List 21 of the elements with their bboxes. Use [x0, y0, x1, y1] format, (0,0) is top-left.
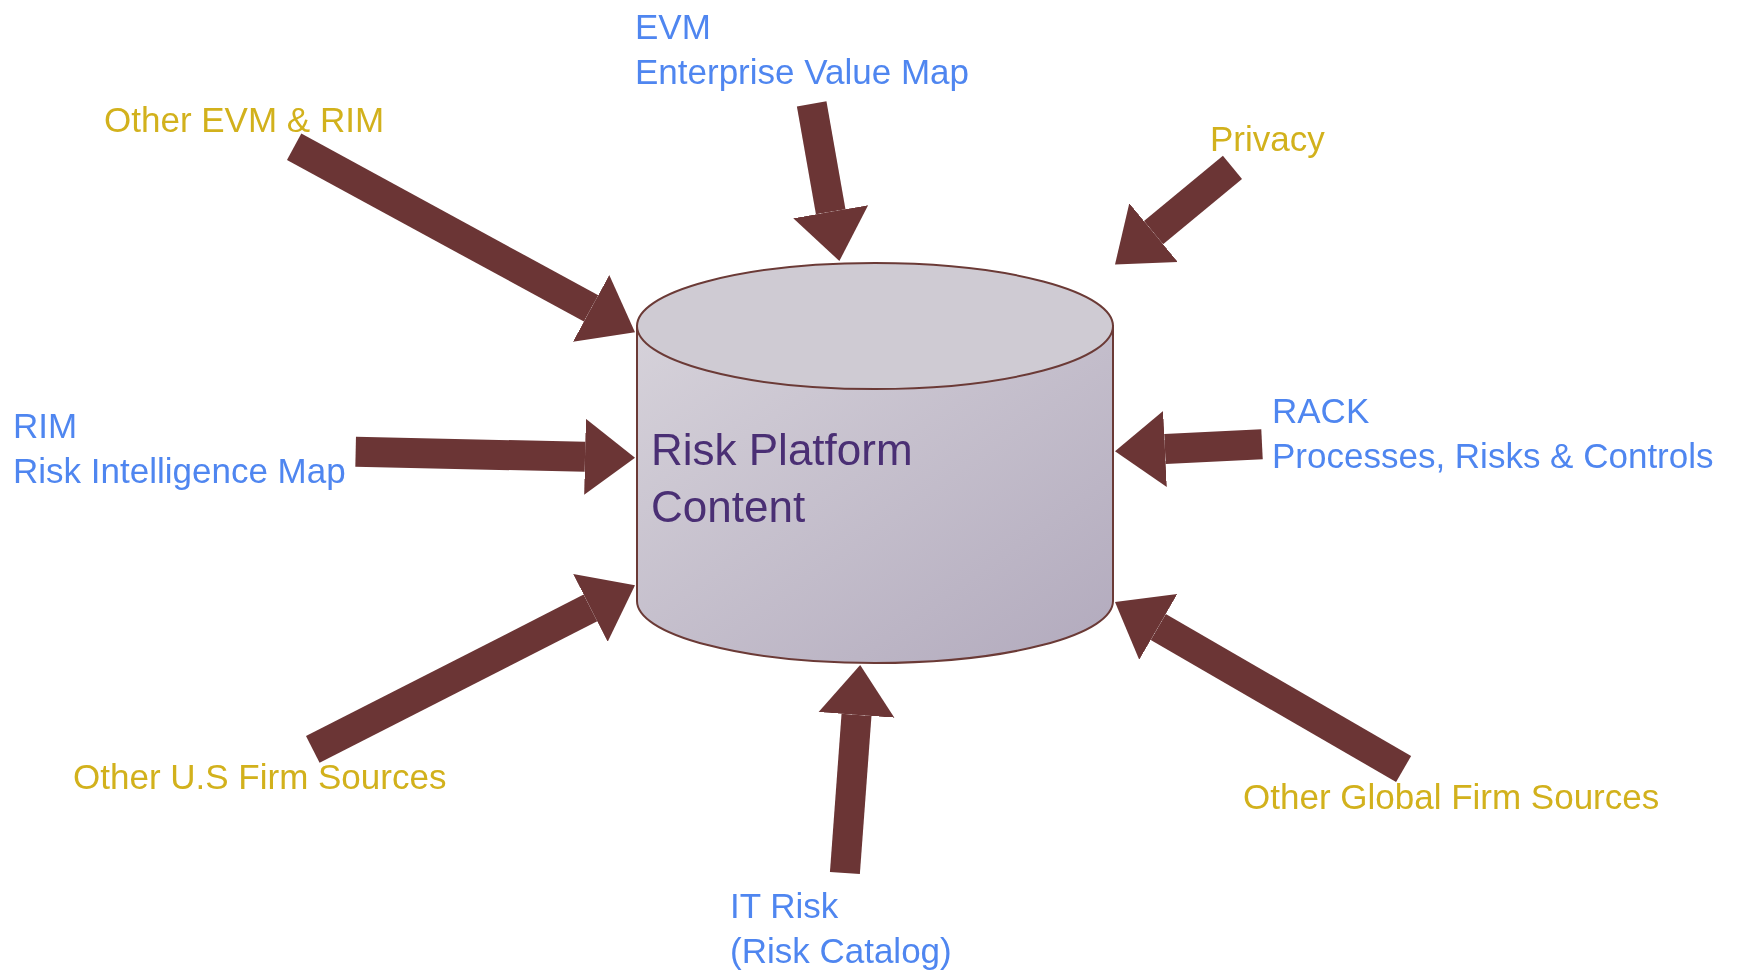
cylinder-label: Risk Platform Content: [651, 424, 914, 533]
source-label: Other EVM & RIM: [104, 99, 385, 141]
source-label: Other Global Firm Sources: [1243, 776, 1660, 818]
block-arrow: [793, 101, 869, 261]
source-label: Privacy: [1210, 118, 1325, 160]
source-description: Risk Intelligence Map: [13, 450, 346, 492]
source-description: Processes, Risks & Controls: [1272, 435, 1714, 477]
source-description: Enterprise Value Map: [635, 51, 969, 93]
block-arrow: [1115, 155, 1243, 265]
source-description: (Risk Catalog): [730, 930, 952, 972]
block-arrow: [1115, 410, 1263, 487]
block-arrow: [1115, 594, 1412, 782]
source-label: RACK: [1272, 390, 1371, 432]
block-arrow: [305, 574, 635, 763]
block-arrow: [287, 133, 635, 342]
block-arrow: [818, 665, 895, 875]
source-label: EVM: [635, 6, 712, 48]
source-label: IT Risk: [730, 885, 840, 927]
source-label: Other U.S Firm Sources: [73, 756, 447, 798]
block-arrow: [355, 418, 635, 495]
source-label: RIM: [13, 405, 79, 447]
